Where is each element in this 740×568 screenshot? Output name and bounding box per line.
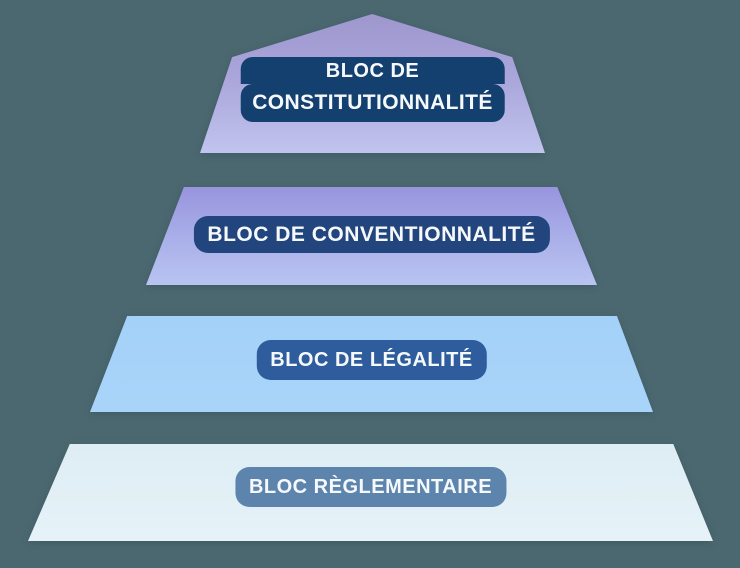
- badge-bloc-de-constitutionnalite: BLOC DE CONSTITUTIONNALITÉ: [240, 57, 505, 122]
- layer-bloc-de-conventionnalite: BLOC DE CONVENTIONNALITÉ: [146, 187, 597, 285]
- badge-bloc-reglementaire: BLOC RÈGLEMENTAIRE: [234, 467, 507, 507]
- badge-bloc-de-conventionnalite: BLOC DE CONVENTIONNALITÉ: [193, 216, 550, 253]
- layer-bloc-reglementaire: BLOC RÈGLEMENTAIRE: [28, 444, 713, 541]
- trapezoid-shape-legalite: BLOC DE LÉGALITÉ: [90, 316, 653, 412]
- pyramid-apex-shape: BLOC DE CONSTITUTIONNALITÉ: [200, 14, 545, 153]
- badge-label-line2: CONSTITUTIONNALITÉ: [240, 84, 505, 122]
- layer-bloc-de-constitutionnalite: BLOC DE CONSTITUTIONNALITÉ: [200, 14, 545, 153]
- trapezoid-shape-conventionnalite: BLOC DE CONVENTIONNALITÉ: [146, 187, 597, 285]
- badge-label-line1: BLOC DE: [240, 57, 505, 84]
- badge-bloc-de-legalite: BLOC DE LÉGALITÉ: [256, 340, 487, 380]
- trapezoid-shape-reglementaire: BLOC RÈGLEMENTAIRE: [28, 444, 713, 541]
- layer-bloc-de-legalite: BLOC DE LÉGALITÉ: [90, 316, 653, 412]
